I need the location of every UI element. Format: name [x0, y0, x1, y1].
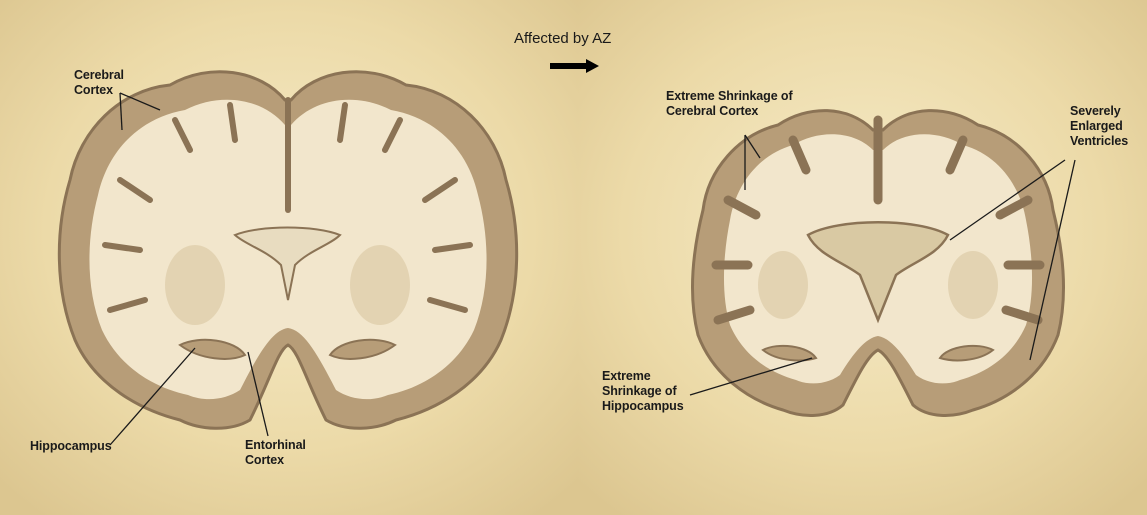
basal-ganglia-left — [165, 245, 225, 325]
label-enlarged-ventricles: Severely Enlarged Ventricles — [1070, 104, 1128, 149]
label-hippocampus: Hippocampus — [30, 439, 112, 454]
label-entorhinal-cortex: Entorhinal Cortex — [245, 438, 306, 468]
caption-affected-by-az: Affected by AZ — [514, 30, 611, 47]
healthy-brain-panel: Cerebral Cortex Hippocampus Entorhinal C… — [0, 0, 578, 515]
label-shrinkage-hippocampus: Extreme Shrinkage of Hippocampus — [602, 369, 684, 414]
label-shrinkage-cerebral-cortex: Extreme Shrinkage of Cerebral Cortex — [666, 89, 793, 119]
basal-ganglia-right — [948, 251, 998, 319]
arrow-right-icon — [550, 58, 600, 74]
basal-ganglia-left — [758, 251, 808, 319]
label-cerebral-cortex: Cerebral Cortex — [74, 68, 124, 98]
basal-ganglia-right — [350, 245, 410, 325]
affected-brain-panel: Extreme Shrinkage of Cerebral Cortex Sev… — [578, 0, 1147, 515]
affected-brain-illustration — [578, 0, 1147, 515]
